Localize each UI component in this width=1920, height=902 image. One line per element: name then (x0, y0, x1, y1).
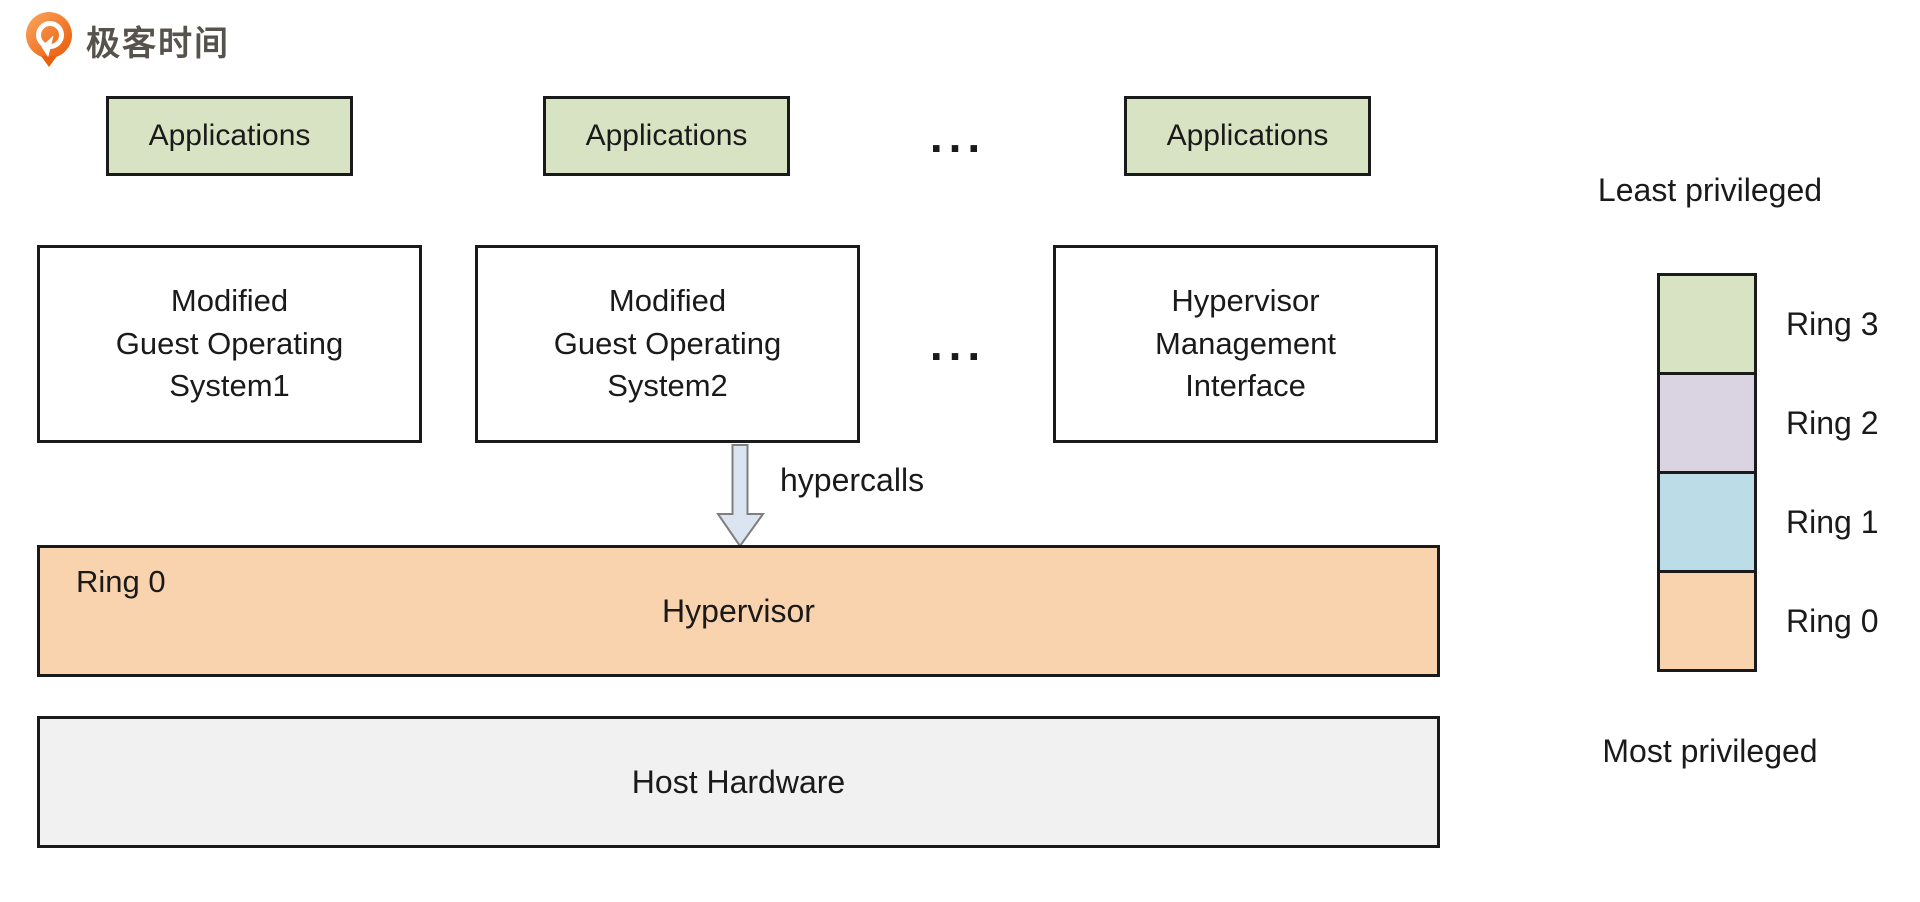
guest-os1-line3: System1 (169, 368, 290, 404)
legend-ring0-label: Ring 0 (1786, 603, 1879, 639)
hmi-line2: Management (1155, 325, 1336, 361)
guest-os2-line1: Modified (608, 282, 727, 318)
applications-box-1: Applications (106, 96, 353, 176)
hypervisor-management-interface-box: Hypervisor Management Interface (1053, 245, 1438, 443)
hypervisor-title: Hypervisor (662, 592, 815, 629)
guest-os1-line2: Guest Operating (115, 325, 344, 361)
hypervisor-ring0-label: Ring 0 (76, 564, 166, 599)
legend-ring1-label: Ring 1 (1786, 504, 1879, 540)
hypercalls-arrow-icon (716, 444, 765, 548)
hmi-line3: Interface (1185, 368, 1306, 404)
legend-ring3-label: Ring 3 (1786, 306, 1879, 342)
guest-os1-line1: Modified (170, 282, 289, 318)
legend-ring2-cell (1657, 372, 1757, 474)
legend-ring3-cell (1657, 273, 1757, 375)
hmi-line1: Hypervisor (1171, 282, 1320, 318)
logo-text: 极客时间 (86, 24, 230, 63)
guest-os-box-1: Modified Guest Operating System1 (37, 245, 422, 443)
geektime-pin-icon (26, 10, 74, 70)
guest-os2-line3: System2 (607, 368, 728, 404)
legend-ring0-cell (1657, 570, 1757, 672)
hypercalls-label: hypercalls (780, 462, 925, 498)
pin-tail (41, 56, 57, 67)
applications-box-3: Applications (1124, 96, 1371, 176)
host-hardware-title: Host Hardware (631, 763, 846, 800)
geektime-logo: 极客时间 (26, 10, 230, 70)
applications-box-2: Applications (543, 96, 790, 176)
least-privileged-label: Least privileged (1597, 172, 1823, 208)
host-hardware-bar: Host Hardware (37, 716, 1440, 848)
most-privileged-label: Most privileged (1602, 733, 1818, 769)
arrow-shape (716, 444, 765, 548)
legend-ring1-cell (1657, 471, 1757, 573)
legend-ring2-label: Ring 2 (1786, 405, 1879, 441)
ellipsis-applications: ... (929, 110, 987, 162)
ellipsis-guests: ... (929, 318, 987, 370)
guest-os-box-2: Modified Guest Operating System2 (475, 245, 860, 443)
hypervisor-bar: Ring 0 Hypervisor (37, 545, 1440, 677)
guest-os2-line2: Guest Operating (553, 325, 782, 361)
